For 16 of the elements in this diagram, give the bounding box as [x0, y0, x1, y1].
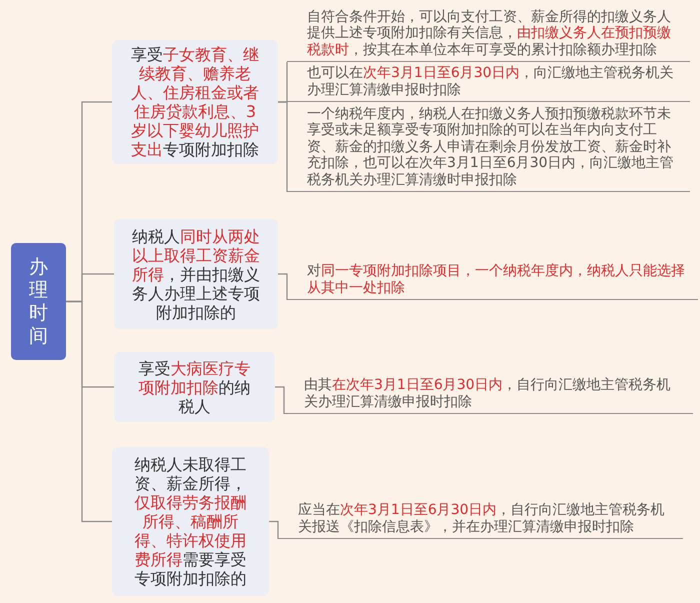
underlined-note: 自符合条件开始，可以向支付工资、薪金所得的扣缴义务人提供上述专项附加扣除有关信息，由扣缴义务人在预扣预缴税款时，按其在本单位本年可享受的累计扣除额办理扣除	[287, 4, 690, 62]
subtopic-box: 纳税人未取得工资、薪金所得，仅取得劳务报酬所得、稿酬所得、特许权使用费所得需要享受专项附加扣除的	[112, 447, 269, 596]
subtopic-box: 享受大病医疗专项附加扣除的纳税人	[114, 352, 275, 422]
connector-line	[275, 386, 285, 414]
underlined-note: 由其在次年3月1日至6月30日内，自行向汇缴地主管税务机关办理汇算清缴申报时扣除	[284, 358, 693, 414]
underlined-note: 也可以在次年3月1日至6月30日内，向汇缴地主管税务机关办理汇算清缴申报时扣除	[287, 62, 690, 102]
underlined-note: 一个纳税年度内，纳税人在扣缴义务人预扣预缴税款环节未享受或未足额享受专项附加扣除的可以在当年内向支付工资、薪金的扣缴义务人申请在剩余月份发放工资、薪金时补充扣除，也可以在次年3月1日至6月30日内，向汇缴地主管税务机关办理汇算清缴时申报扣除	[287, 102, 690, 192]
underlined-note: 应当在次年3月1日至6月30日内，自行向汇缴地主管税务机关报送《扣除信息表》，并在办理汇算清缴申报时扣除	[278, 494, 683, 539]
connector-line	[66, 300, 112, 522]
subtopic-box: 享受子女教育、继续教育、赡养老人、住房租金或者住房贷款利息、3岁以下婴幼儿照护支出专项附加扣除	[112, 40, 278, 164]
connector-line	[278, 273, 288, 300]
topic-box: 办理时间	[11, 243, 66, 360]
connector-line	[278, 101, 288, 192]
subtopic-box: 纳税人同时从两处以上取得工资薪金所得，并由扣缴义务人办理上述专项附加扣除的	[114, 219, 278, 329]
underlined-note: 对同一专项附加扣除项目，一个纳税年度内，纳税人只能选择从其中一处扣除	[287, 244, 698, 300]
connector-line	[269, 520, 279, 539]
